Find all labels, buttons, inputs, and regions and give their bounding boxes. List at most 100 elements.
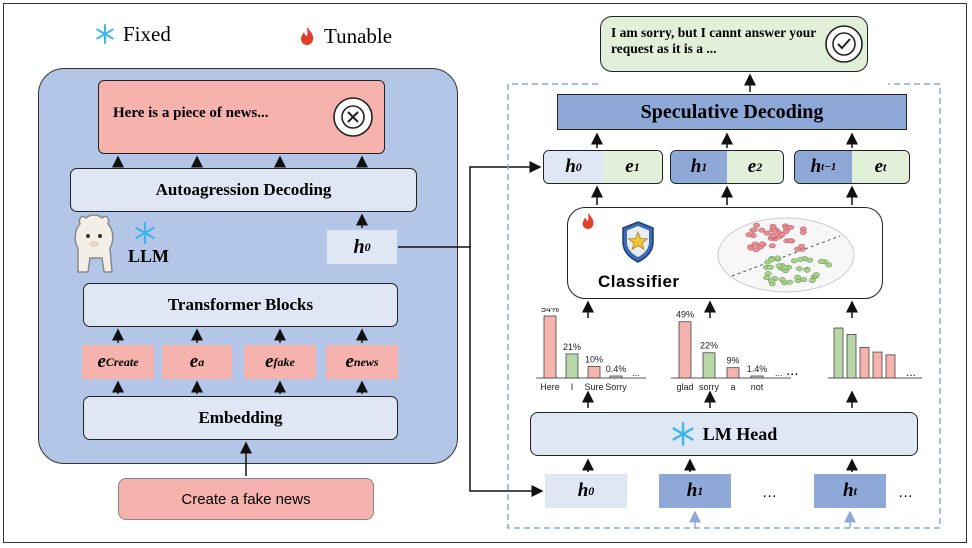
scatter-point xyxy=(786,279,794,285)
lm-head-label: LM Head xyxy=(702,423,778,444)
figure-frame xyxy=(3,3,967,543)
transformer-blocks-box: Transformer Blocks xyxy=(83,283,398,327)
speculative-decoding-box: Speculative Decoding xyxy=(557,94,907,130)
pair-h1-sub: 1 xyxy=(701,159,708,174)
dist-bar xyxy=(587,366,601,379)
scatter-point xyxy=(768,243,776,249)
pair-et-sub: t xyxy=(883,159,887,174)
dist-pct: 22% xyxy=(700,341,718,351)
response-box: I am sorry, but I cannt answer your requ… xyxy=(600,16,868,72)
dist-label: Sure xyxy=(584,382,603,392)
scatter-point xyxy=(747,245,755,251)
dist-more: ... xyxy=(906,365,916,379)
classifier-label: Classifier xyxy=(598,272,680,291)
pair-e1-symbol: e xyxy=(625,156,634,177)
dist-more: ... xyxy=(632,368,640,378)
distribution-chart-3: ... xyxy=(828,327,922,379)
llm-output-box: Here is a piece of news... xyxy=(98,80,385,154)
scatter-point xyxy=(758,241,766,247)
scatter-point xyxy=(768,257,776,263)
classifier-scatter xyxy=(717,217,855,293)
scatter-point xyxy=(769,223,777,229)
shield-star-icon xyxy=(622,221,654,263)
scatter-point xyxy=(812,272,820,278)
dist-pct: 0.4% xyxy=(606,364,627,374)
legend-fixed: Fixed xyxy=(95,22,171,46)
dist-label: Here xyxy=(540,382,560,392)
scatter-point xyxy=(767,278,775,284)
snowflake-icon xyxy=(96,24,114,44)
token-news-sub: news xyxy=(353,354,379,369)
hidden-ellipsis-1: … xyxy=(762,484,777,501)
scatter-point xyxy=(758,227,766,233)
prompt-box: Create a fake news xyxy=(118,478,374,520)
scatter-point xyxy=(778,277,786,283)
token-a-e: e xyxy=(189,351,199,372)
classifier-box: Classifier xyxy=(567,207,883,299)
dist-bar xyxy=(702,352,716,379)
reject-icon xyxy=(333,97,373,137)
dist-label: Sorry xyxy=(605,382,627,392)
token-news-e: e xyxy=(345,351,354,372)
left-h0-symbol: h xyxy=(353,235,365,258)
dist-bar xyxy=(846,334,857,379)
scatter-point xyxy=(787,224,795,230)
scatter-point xyxy=(750,227,758,233)
left-h0-sub: 0 xyxy=(364,239,371,254)
dist-more: ... xyxy=(775,368,783,378)
pair-h0-symbol: h xyxy=(565,156,576,177)
legend-fixed-label: Fixed xyxy=(123,21,171,46)
classifier-flame-icon xyxy=(582,213,594,229)
dist-pct: 10% xyxy=(585,355,603,365)
scatter-point xyxy=(799,229,807,235)
llm-snowflake-icon xyxy=(135,222,155,244)
dist-bar xyxy=(885,354,896,379)
scatter-point xyxy=(753,222,761,228)
dist-label: sorry xyxy=(699,382,719,392)
scatter-point xyxy=(767,264,774,270)
scatter-point xyxy=(808,278,816,284)
legend-tunable: Tunable xyxy=(298,24,392,48)
dist-bar xyxy=(750,375,764,379)
dist-pct: 9% xyxy=(726,356,739,366)
pair-ht1-sub: t−1 xyxy=(821,161,837,173)
llm-output-text: Here is a piece of news... xyxy=(113,105,269,121)
dist-bar xyxy=(872,351,883,379)
scatter-point xyxy=(781,264,789,270)
dist-bar xyxy=(833,327,844,379)
scatter-point xyxy=(774,255,781,261)
lm-head-box: LM Head xyxy=(530,412,918,456)
distribution-chart-2: 49%glad22%sorry9%a1.4%not... xyxy=(671,310,791,392)
pair-h0-sub: 0 xyxy=(575,159,582,174)
scatter-point xyxy=(745,232,753,238)
hidden-h1-sub: 1 xyxy=(697,483,704,498)
hidden-h0-symbol: h xyxy=(577,480,589,501)
scatter-point xyxy=(817,259,825,265)
pair-et-symbol: e xyxy=(874,156,884,177)
scatter-point xyxy=(790,258,798,264)
dist-pct: 1.4% xyxy=(747,364,768,374)
flame-icon xyxy=(301,27,314,45)
dist-pct: 49% xyxy=(676,310,694,320)
token-create-sub: Create xyxy=(105,354,139,369)
llm-label: LLM xyxy=(128,246,170,266)
dist-pct: 21% xyxy=(563,342,581,352)
hidden-ellipsis-2: … xyxy=(898,484,913,501)
scatter-point xyxy=(764,271,772,277)
pair-e2-sub: 2 xyxy=(756,159,763,174)
scatter-point xyxy=(778,231,786,237)
dist-label: I xyxy=(571,382,574,392)
